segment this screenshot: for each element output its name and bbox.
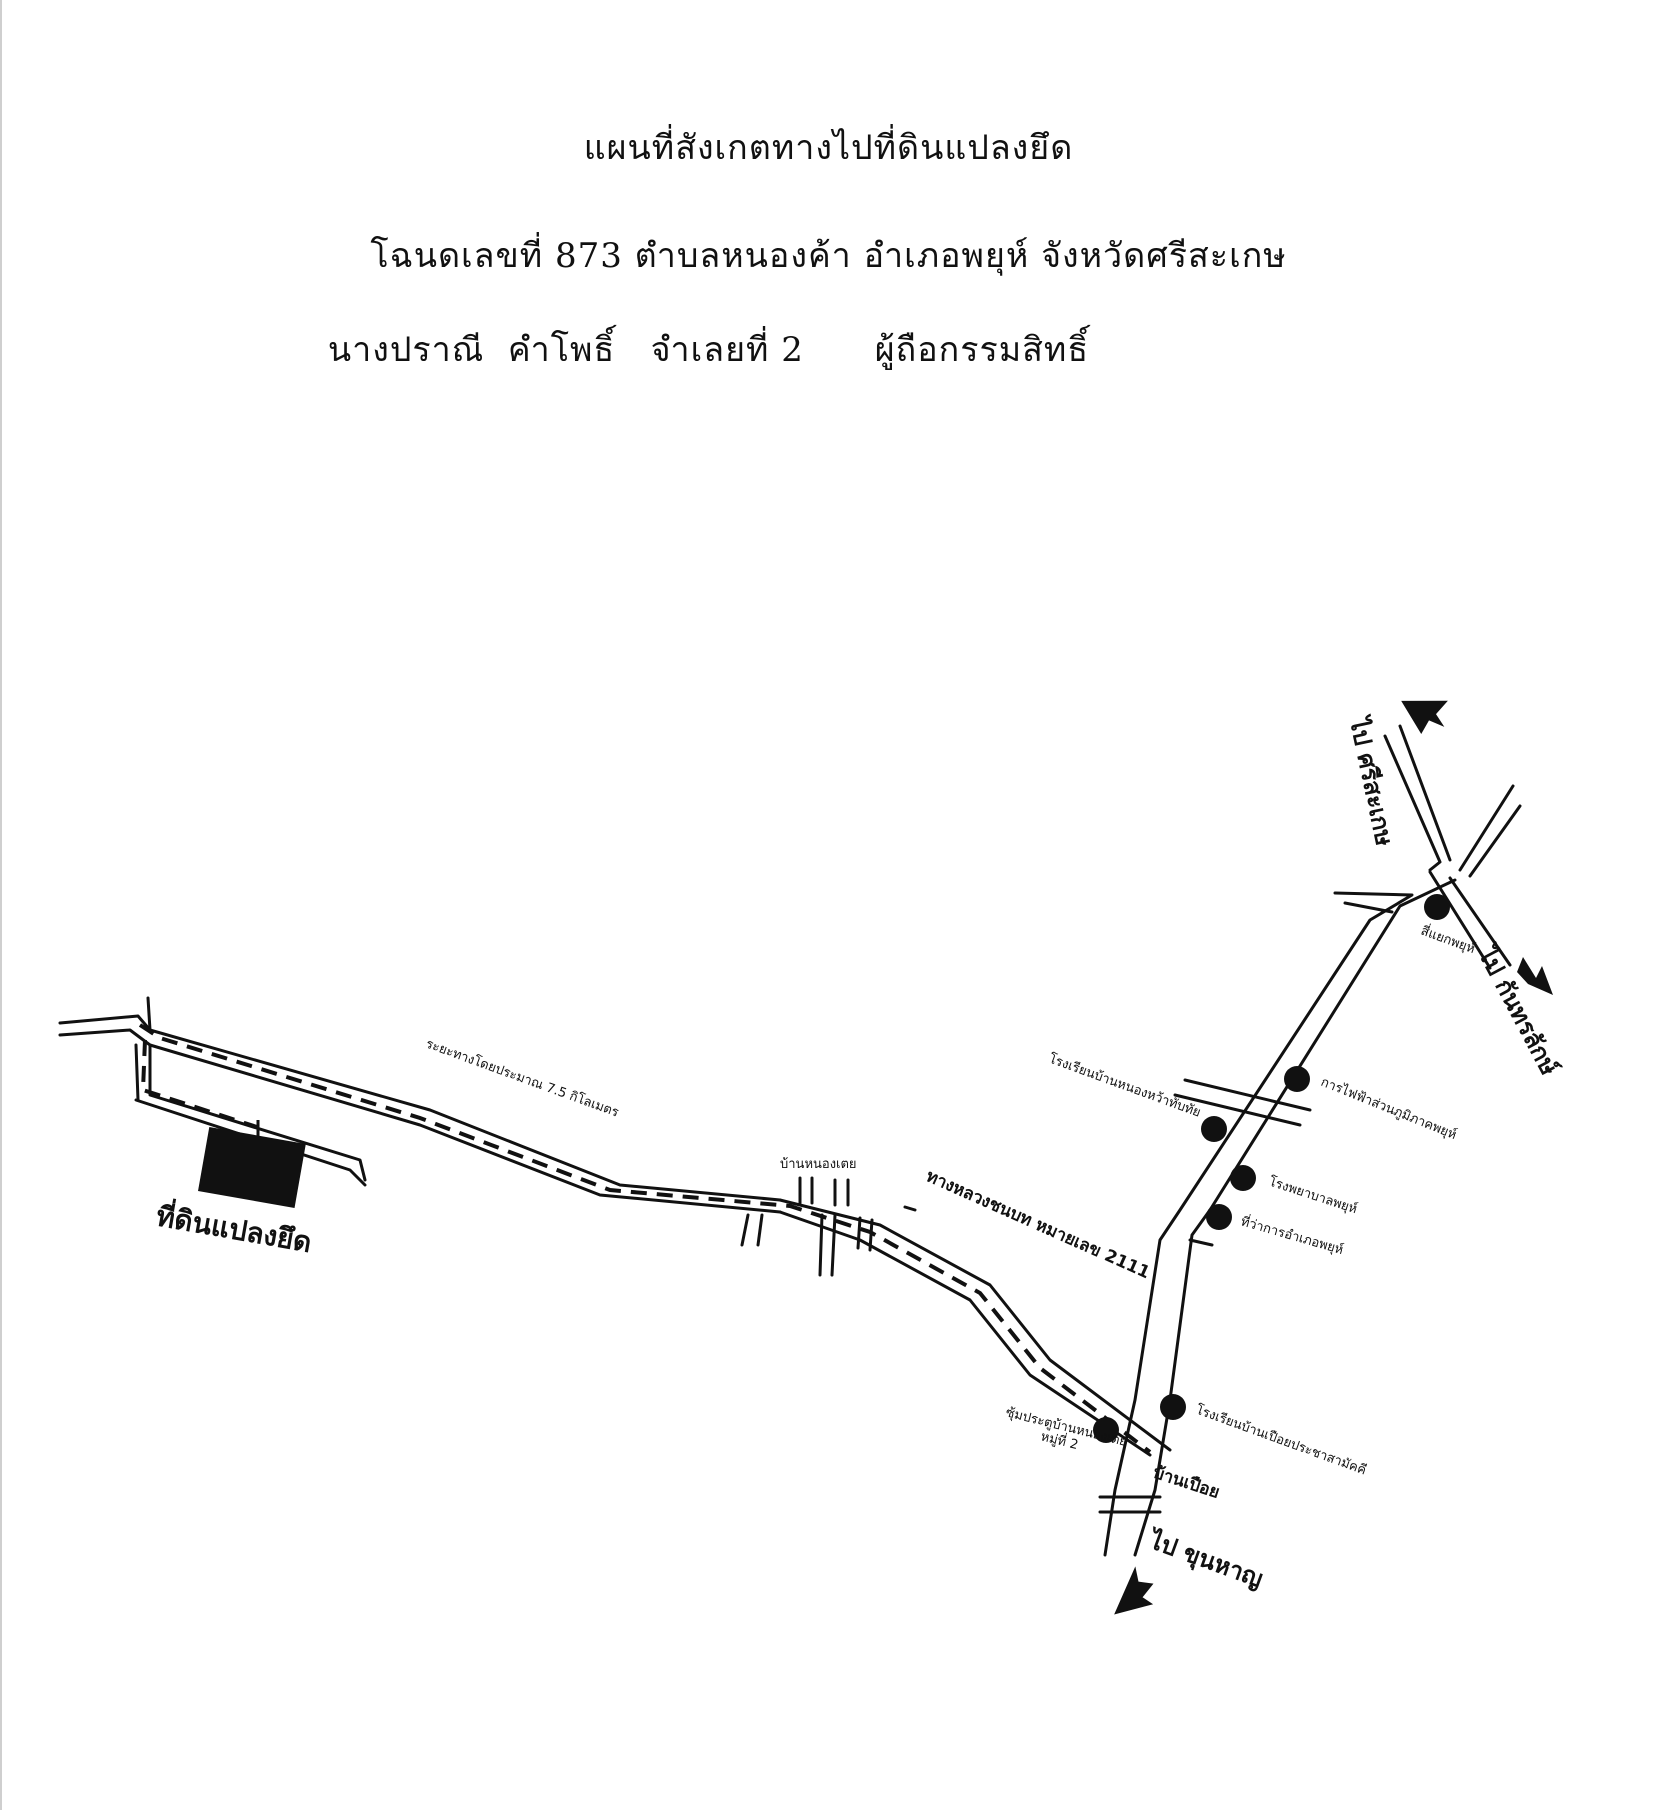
landmark-dot-icon	[1160, 1394, 1186, 1420]
travel-route	[138, 1023, 1152, 1454]
landmark-dot-icon	[1206, 1204, 1232, 1230]
owner-info: นางปราณี คำโพธิ์ จำเลยที่ 2 ผู้ถือกรรมสิ…	[327, 330, 1090, 370]
map-title: แผนที่สังเกตทางไปที่ดินแปลงยึด	[583, 128, 1074, 168]
direction-arrow-icon	[1517, 957, 1553, 995]
landmark-dot-icon	[1230, 1165, 1256, 1191]
landmark-dot-icon	[1424, 894, 1450, 920]
nongtoei-lanes	[740, 1176, 917, 1277]
parcel-block-icon	[198, 1126, 306, 1209]
school-nongkhrua-label: โรงเรียนบ้านหนองหว้าทับทัย	[1047, 1051, 1203, 1121]
school-pueai-label: โรงเรียนบ้านเปือยประชาสามัคคี	[1194, 1402, 1369, 1479]
north-south-road	[1098, 724, 1522, 1557]
landmark-dot-icon	[1284, 1066, 1310, 1092]
to-kanthararak-label: ไป กันทรลักษ์	[1471, 940, 1564, 1081]
landmark-dot-icon	[1201, 1116, 1227, 1142]
main-road	[58, 996, 1172, 1457]
district-office-label: ที่ว่าการอำเภอพยุห์	[1239, 1213, 1346, 1259]
to-sisaket-label: ไป ศรีสะเกษ	[1344, 712, 1400, 848]
direction-arrow-icon	[1401, 700, 1448, 734]
electricity-label: การไฟฟ้าส่วนภูมิภาคพยุห์	[1319, 1074, 1459, 1143]
direction-arrow-icon	[1114, 1566, 1154, 1615]
hospital-label: โรงพยาบาลพยุห์	[1267, 1174, 1360, 1218]
distance-label: ระยะทางโดยประมาณ 7.5 กิโลเมตร	[424, 1036, 621, 1121]
village-nongtoei-label: บ้านหนองเตย	[780, 1157, 857, 1172]
landmark-dot-icon	[1093, 1417, 1119, 1443]
intersection-label: สี่แยกพยุห์	[1419, 922, 1478, 957]
deed-info: โฉนดเลขที่ 873 ตำบลหนองค้า อำเภอพยุห์ จั…	[370, 236, 1287, 276]
to-khunhan-label: ไป ขุนหาญ	[1142, 1524, 1267, 1595]
